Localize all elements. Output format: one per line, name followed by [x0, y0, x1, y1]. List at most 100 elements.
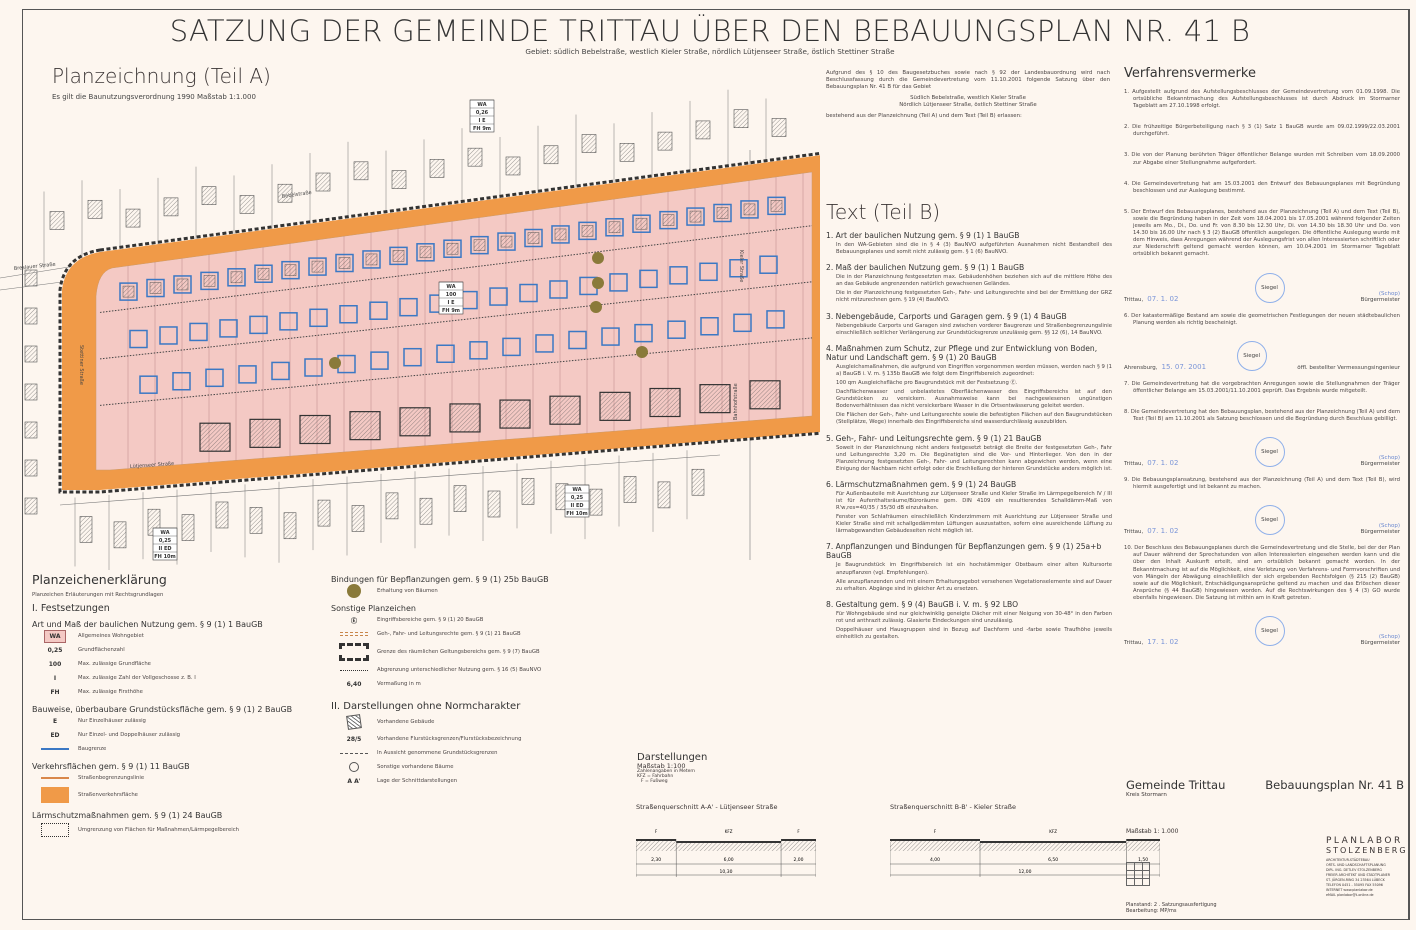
signatory-role: Bürgermeister — [1360, 640, 1400, 646]
street-label: Kieler Straße — [738, 250, 744, 282]
date: 15. 07. 2001 — [1161, 362, 1207, 371]
tree-preserve-icon — [590, 301, 602, 313]
legend-text: Vermaßung in m — [377, 681, 421, 687]
baugrenze-building-envelope — [399, 297, 418, 317]
existing-building — [311, 260, 324, 273]
verkehrsflaeche-symbol — [41, 787, 69, 803]
legend-column-heads: Planzeichen Erläuterungen mit Rechtsgrun… — [32, 592, 164, 598]
place: Trittau, — [1124, 529, 1144, 536]
existing-building — [203, 275, 216, 287]
procedure-note: 10. Der Beschluss des Bebauungsplanes du… — [1124, 545, 1400, 601]
baugrenze-building-envelope — [733, 313, 752, 333]
baugrenze-building-envelope — [339, 304, 358, 324]
strassenbegrenzung-symbol — [41, 777, 69, 779]
sheet-frame — [22, 9, 1410, 920]
existing-building — [199, 422, 231, 452]
firm-name: PLANLABOR — [1326, 836, 1403, 846]
baugrenze-symbol — [41, 748, 69, 750]
schablone-value: WA — [160, 530, 169, 536]
existing-building — [201, 186, 217, 205]
legend-symbol — [32, 787, 78, 803]
section-text: Nebengebäude Carports und Garagen sind z… — [836, 322, 1112, 336]
baugrenze-building-envelope — [403, 347, 422, 367]
section-heading: 7. Anpflanzungen und Bindungen für Bepfl… — [826, 542, 1102, 561]
baugrenze-building-envelope — [362, 250, 381, 269]
existing-building — [689, 210, 702, 223]
ground-hatch — [890, 841, 1160, 851]
existing-building — [449, 403, 481, 433]
baugrenze-building-envelope — [159, 326, 178, 345]
use-boundary-line — [99, 337, 813, 406]
firm-detail: INTERNET www.planlabor.de — [1326, 888, 1373, 892]
width-label: 6,50 — [1048, 857, 1058, 863]
existing-building — [699, 384, 731, 414]
use-boundary-symbol — [340, 669, 368, 671]
section-heading: 6. Lärmschutzmaßnahmen gem. § 9 (1) 24 B… — [826, 479, 1017, 489]
existing-building — [391, 170, 407, 189]
existing-building — [87, 199, 103, 219]
legend-symbol: 6,40 — [346, 680, 362, 688]
teil-b: Text (Teil B) 1. Art der baulichen Nutzu… — [826, 200, 1112, 641]
legend-symbol: Ⓔ — [350, 617, 357, 625]
wa-symbol: WA — [44, 629, 66, 643]
legend-symbol: I — [53, 674, 57, 682]
signatory-role: öffl. bestellter Vermessungsingenieur — [1297, 364, 1400, 371]
section-text: Ausgleichsmaßnahmen, die aufgrund von Ei… — [836, 363, 1112, 377]
existing-building — [24, 307, 38, 325]
existing-building — [113, 521, 127, 549]
existing-building — [599, 391, 631, 421]
procedure-note: 7. Die Gemeindevertretung hat die vorgeb… — [1124, 380, 1400, 394]
signatory: öffl. bestellter Vermessungsingenieur — [1297, 365, 1400, 371]
procedure-note: 9. Die Bebauungsplansatzung, bestehend a… — [1124, 477, 1400, 491]
procedure-note: 5. Der Entwurf des Bebauungsplanes, best… — [1124, 208, 1400, 258]
tree-preserve-icon — [329, 357, 341, 369]
nutzungsschablone: WA0,26I EFH 9m — [469, 99, 495, 133]
legend-symbol: A A' — [347, 777, 361, 785]
legend-group-heading: Bindungen für Bepflanzungen gem. § 9 (1)… — [331, 575, 549, 584]
district: Kreis Stormarn — [1126, 792, 1167, 798]
legend-group-heading: Art und Maß der baulichen Nutzung gem. §… — [32, 620, 263, 629]
tree-preserve-icon — [592, 277, 604, 289]
street-label: Lütjenseer Straße — [130, 461, 175, 470]
existing-building — [249, 507, 263, 534]
baugrenze-building-envelope — [219, 319, 238, 338]
existing-building — [581, 225, 594, 237]
place-date: Ahrensburg,15. 07. 2001 — [1124, 363, 1206, 371]
existing-building — [691, 468, 705, 496]
existing-building — [338, 257, 351, 269]
signatory-name: (Schop) — [1378, 455, 1400, 462]
baugrenze-building-envelope — [639, 269, 658, 289]
schablone-value: 0,26 — [476, 110, 489, 116]
legend-symbol — [331, 714, 377, 730]
section-text: Für Außenbauteile mit Ausrichtung zur Lü… — [836, 490, 1112, 512]
firm-detail: ST. JÜRGEN-RING 34 23564 LÜBECK — [1326, 878, 1385, 882]
existing-building — [589, 488, 603, 516]
page-title: SATZUNG DER GEMEINDE TRITTAU ÜBER DEN BE… — [169, 14, 1251, 48]
street-label: Bebelstraße — [281, 190, 312, 200]
baugrenze-building-envelope — [309, 308, 328, 328]
lane-label: F — [797, 829, 800, 834]
section-text: Soweit in der Planzeichnung nicht anders… — [836, 444, 1112, 472]
laermschutz-symbol — [41, 823, 69, 837]
street-label: Breslauer Straße — [14, 262, 56, 272]
schablone-value: WA — [572, 487, 581, 493]
schablone-value: FH 9m — [473, 126, 491, 132]
text-section: 1. Art der baulichen Nutzung gem. § 9 (1… — [826, 231, 1112, 256]
cross-section-title: Straßenquerschnitt B-B' - Kieler Straße — [890, 803, 1016, 811]
baugrenze-building-envelope — [281, 260, 300, 280]
plan-title: Planzeichnung (Teil A) — [52, 64, 271, 88]
legend-group-heading: Lärmschutzmaßnahmen gem. § 9 (1) 24 BauG… — [32, 811, 223, 820]
place: Trittau, — [1124, 461, 1144, 468]
schablone-value: II ED — [158, 546, 171, 552]
lane-label: F — [655, 829, 658, 834]
baugrenze-building-envelope — [667, 320, 686, 339]
baugrenze-building-envelope — [767, 196, 786, 216]
existing-building — [283, 512, 297, 540]
baugrenze-building-envelope — [369, 301, 388, 320]
